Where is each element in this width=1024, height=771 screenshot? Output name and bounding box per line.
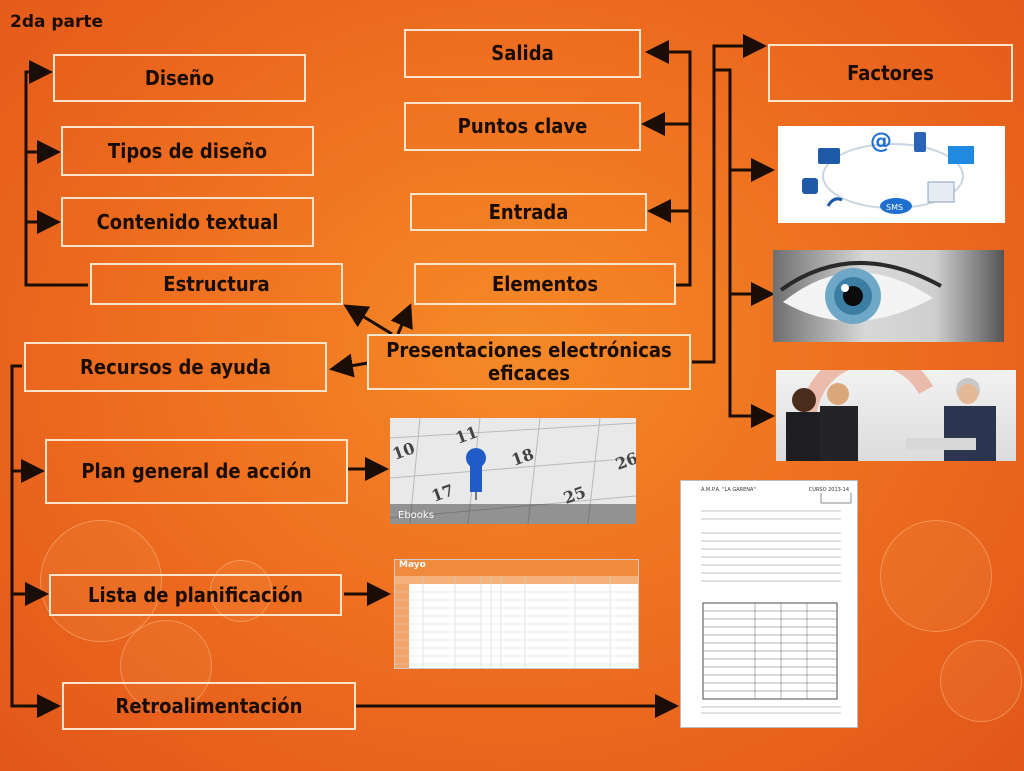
eye-image [773,250,1004,342]
sms-icon [880,198,912,214]
calendar-image: 10 11 18 17 25 26 Ebooks [390,418,636,524]
planning-table-image: Mayo [394,559,639,669]
planner-header: Mayo [395,560,638,576]
newspaper-icon [927,181,955,203]
box-retroalimentacion: Retroalimentación [62,682,356,730]
box-presentaciones-eficaces: Presentaciones electrónicas eficaces [367,334,691,390]
phone-icon [914,132,926,152]
bokeh [210,560,272,622]
monitor-icon [948,146,974,164]
box-lista-planificacion: Lista de planificación [49,574,342,616]
svg-text:25: 25 [561,482,588,507]
bokeh [940,640,1022,722]
box-puntos-clave: Puntos clave [404,102,641,151]
pushpin-icon [466,448,486,468]
svg-text:18: 18 [509,444,536,469]
box-entrada: Entrada [410,193,647,231]
box-elementos: Elementos [414,263,676,305]
meeting-image [776,370,1016,461]
rss-icon [802,178,818,194]
bokeh [880,520,992,632]
svg-text:Ebooks: Ebooks [398,510,434,521]
box-salida: Salida [404,29,641,78]
form-course: CURSO 2013-14 [808,487,849,493]
box-estructura: Estructura [90,263,343,305]
form-document-image: A.M.P.A. "LA GARENA" CURSO 2013-14 [680,480,858,728]
bokeh [120,620,212,712]
box-diseno: Diseño [53,54,306,102]
svg-text:11: 11 [453,422,480,447]
envelope-icon [818,148,840,164]
slide-title: 2da parte [10,12,104,32]
box-plan-general: Plan general de acción [45,439,348,504]
bokeh [40,520,162,642]
handset-icon [826,197,843,207]
svg-text:17: 17 [429,480,456,505]
form-title: A.M.P.A. "LA GARENA" [701,487,756,493]
box-recursos-de-ayuda: Recursos de ayuda [24,342,327,392]
svg-text:SMS: SMS [886,203,903,212]
box-tipos-de-diseno: Tipos de diseño [61,126,314,176]
box-contenido-textual: Contenido textual [61,197,314,247]
communication-icons-image: @ SMS [778,126,1005,223]
svg-text:10: 10 [390,438,417,463]
svg-text:26: 26 [613,448,636,473]
at-icon: @ [870,129,892,154]
box-factores: Factores [768,44,1013,102]
